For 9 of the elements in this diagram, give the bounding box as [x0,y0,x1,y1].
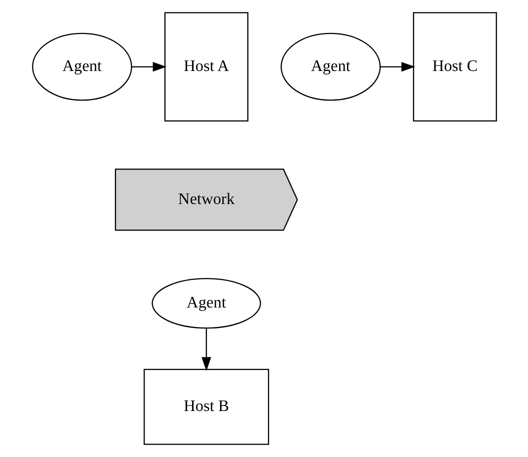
arrow [201,328,211,371]
arrow [380,62,415,72]
node-ellipse: Agent [32,32,132,101]
node-box: Host A [164,12,248,122]
node-box: Host C [412,12,496,122]
arrow [131,62,166,72]
node-ellipse: Agent [151,278,261,329]
node-ellipse: Agent [280,32,380,101]
node-box: Host B [143,368,269,445]
